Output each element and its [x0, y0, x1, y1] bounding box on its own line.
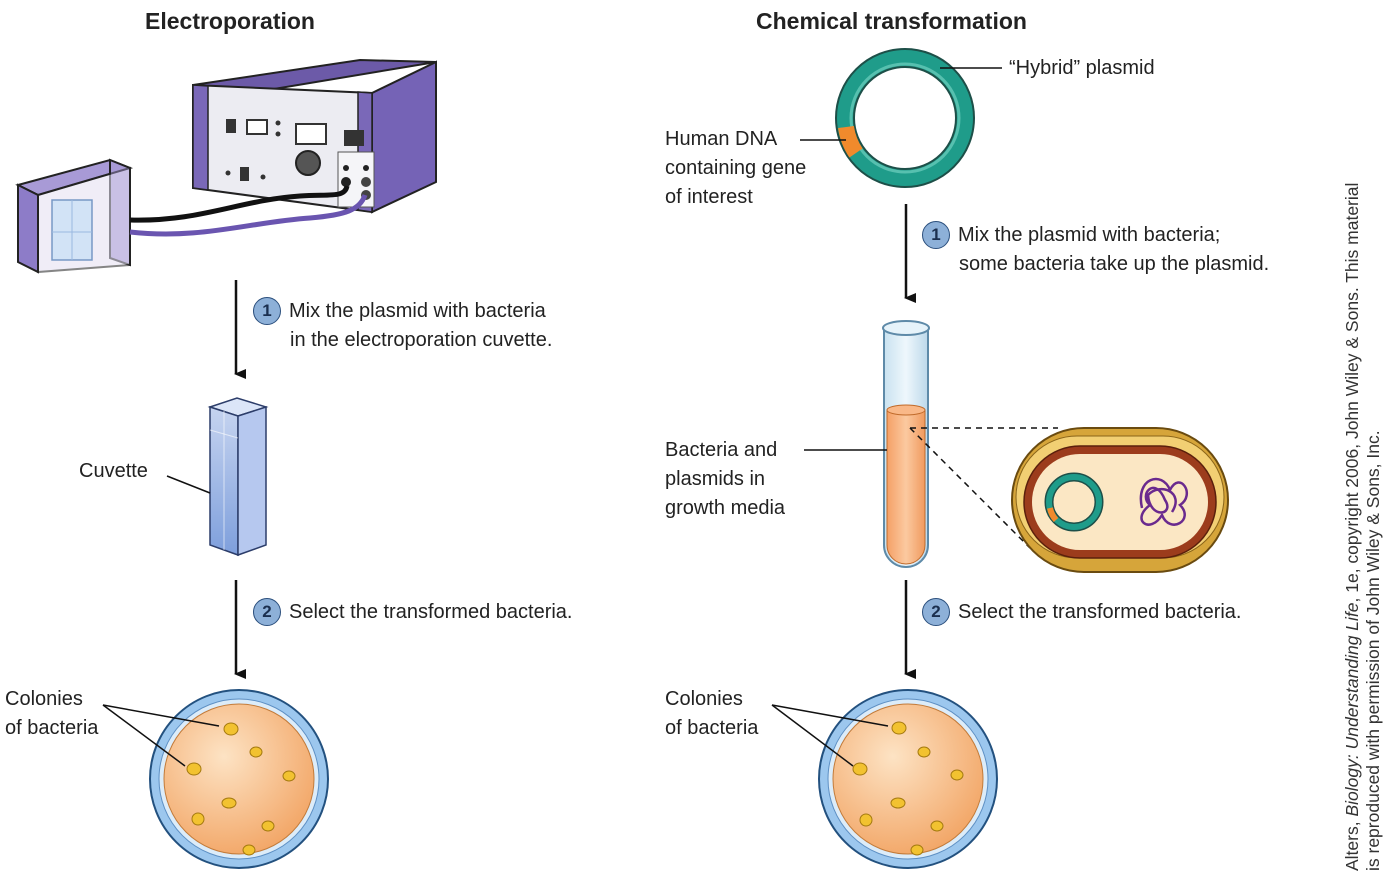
colonies-label-left: Colonies of bacteria: [5, 685, 98, 743]
left-step1-line1: Mix the plasmid with bacteria: [289, 300, 546, 322]
electroporation-title: Electroporation: [145, 8, 315, 34]
right-step1: 1 Mix the plasmid with bacteria; some bac…: [922, 221, 1269, 279]
colonies-label-right-line2: of bacteria: [665, 717, 759, 739]
step-badge: 1: [922, 221, 950, 249]
tube-label-line3: growth media: [665, 497, 786, 519]
right-step2: 2 Select the transformed bacteria.: [922, 598, 1241, 627]
cuvette-label: Cuvette: [79, 460, 148, 482]
left-step1-line2: in the electroporation cuvette.: [290, 329, 553, 351]
petri-dish-left: [149, 689, 329, 869]
copyright-credit: Alters, Biology: Understanding Life, 1e,…: [1342, 51, 1384, 871]
petri-dish-right: [818, 689, 998, 869]
colonies-label-left-line2: of bacteria: [5, 717, 99, 739]
human-dna-label-line3: of interest: [665, 186, 753, 208]
right-step2-text: Select the transformed bacteria.: [958, 601, 1242, 623]
tube-label: Bacteria and plasmids in growth media: [665, 436, 785, 523]
right-step1-line1: Mix the plasmid with bacteria;: [958, 224, 1221, 246]
credit-book-title-1: Biology: [1342, 759, 1362, 817]
colonies-leader-right-1: [771, 704, 889, 727]
step-badge: 2: [922, 598, 950, 626]
electrode-cables: [129, 185, 368, 237]
human-dna-label-line1: Human DNA: [665, 128, 778, 150]
tube-label-line1: Bacteria and: [665, 439, 778, 461]
colonies-label-left-line1: Colonies: [5, 688, 83, 710]
colonies-leader-left-2: [102, 704, 186, 767]
credit-prefix: Alters,: [1342, 816, 1362, 871]
colonies-leader-left-1: [102, 704, 220, 727]
credit-book-title-2: Understanding Life: [1342, 602, 1362, 750]
left-step2-text: Select the transformed bacteria.: [289, 601, 573, 623]
test-tube: [882, 320, 930, 568]
cuvette-leader: [166, 475, 211, 494]
left-step1: 1 Mix the plasmid with bacteria in the el…: [253, 297, 552, 355]
colonies-leader-right-2: [771, 704, 854, 767]
electroporator-device: [192, 58, 437, 214]
cuvette: [207, 397, 269, 557]
hybrid-plasmid-label: “Hybrid” plasmid: [1009, 57, 1155, 79]
left-step2: 2 Select the transformed bacteria.: [253, 598, 572, 627]
human-dna-label: Human DNA containing gene of interest: [665, 125, 806, 212]
colonies-label-right: Colonies of bacteria: [665, 685, 758, 743]
hybrid-plasmid: [835, 48, 975, 188]
tube-label-line2: plasmids in: [665, 468, 766, 490]
step-badge: 2: [253, 598, 281, 626]
step-badge: 1: [253, 297, 281, 325]
colonies-label-right-line1: Colonies: [665, 688, 743, 710]
chemical-transformation-title: Chemical transformation: [756, 8, 1027, 34]
bacterium-cell: [1011, 427, 1229, 573]
credit-sep: :: [1342, 749, 1362, 760]
credit-rest: , 1e, copyright 2006, John Wiley & Sons.…: [1342, 182, 1362, 603]
cuvette-holder: [15, 158, 134, 274]
human-dna-label-line2: containing gene: [665, 157, 807, 179]
right-step1-line2: some bacteria take up the plasmid.: [959, 253, 1270, 275]
credit-line2: is reproduced with permission of John Wi…: [1363, 430, 1383, 871]
